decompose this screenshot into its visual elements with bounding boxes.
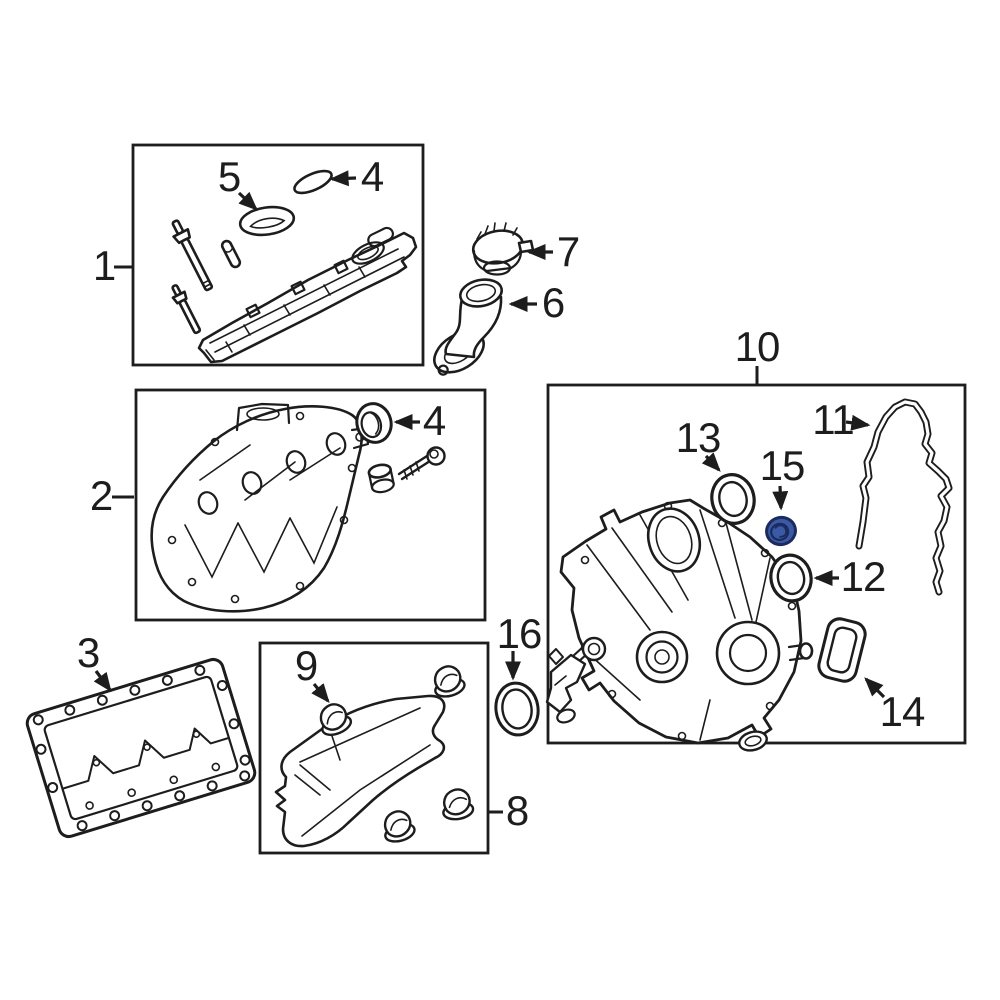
grommet-top-right — [433, 665, 466, 698]
o-ring-16-illustration — [494, 681, 540, 737]
arrow-part11 — [845, 414, 871, 431]
arrow-part9 — [311, 682, 330, 703]
callout-label-7: 7 — [556, 228, 580, 275]
grommet-5-illustration — [238, 205, 296, 237]
arrow-part3 — [93, 670, 112, 693]
seal-4-top-illustration — [293, 169, 333, 195]
engine-cover-illustration — [150, 402, 370, 613]
seal-13-illustration — [710, 473, 756, 525]
bolt-illustration — [397, 446, 446, 481]
callout-label-10: 10 — [734, 323, 781, 370]
callout-label-14: 14 — [879, 688, 926, 735]
callout-label-16: 16 — [496, 610, 543, 657]
gasket-11-illustration — [855, 398, 953, 596]
seal-12-illustration — [769, 553, 813, 603]
grommet-bottom-center — [383, 810, 416, 843]
callout-label-5: 5 — [217, 153, 241, 200]
callout-label-4-top: 4 — [360, 153, 384, 200]
oil-filler-tube-illustration — [433, 278, 504, 376]
plug-illustration — [367, 463, 395, 494]
callout-label-4-mid: 4 — [422, 397, 446, 444]
callout-label-3: 3 — [76, 629, 100, 676]
grommet-9-illustration — [319, 703, 353, 736]
dowel-pin — [220, 239, 242, 269]
valve-cover-gasket-illustration — [25, 657, 257, 839]
stud-bolt-short — [171, 284, 202, 335]
valve-cover-illustration — [197, 226, 418, 364]
callout-label-9: 9 — [294, 642, 318, 689]
box-valve-cover — [131, 143, 425, 367]
gasket-14-illustration — [817, 617, 867, 683]
callout-label-15: 15 — [759, 442, 806, 489]
callout-label-13: 13 — [675, 414, 722, 461]
callout-label-12: 12 — [840, 553, 887, 600]
box-heat-shield — [258, 641, 490, 855]
oil-filler-cap-illustration — [471, 222, 535, 276]
seal-15-highlighted-illustration — [765, 515, 797, 547]
leader-arrows — [93, 170, 886, 814]
seal-4-mid-illustration — [355, 402, 393, 444]
box-engine-cover — [134, 388, 487, 622]
callout-label-2: 2 — [89, 472, 113, 519]
camshaft-sensor-illustration — [545, 636, 607, 724]
arrow-part4-top — [329, 170, 357, 187]
stud-bolt-long — [171, 219, 214, 292]
timing-cover-illustration — [559, 498, 814, 752]
callout-label-1: 1 — [92, 242, 116, 289]
callout-label-11: 11 — [812, 396, 855, 443]
arrow-part5 — [237, 191, 258, 211]
arrow-part14 — [864, 677, 886, 699]
heat-shield-illustration — [274, 694, 446, 848]
callout-label-6: 6 — [541, 279, 565, 326]
arrow-part15 — [772, 485, 789, 511]
callout-label-8: 8 — [505, 787, 529, 834]
grommet-bottom-right — [442, 788, 475, 821]
arrow-part13 — [701, 452, 721, 472]
